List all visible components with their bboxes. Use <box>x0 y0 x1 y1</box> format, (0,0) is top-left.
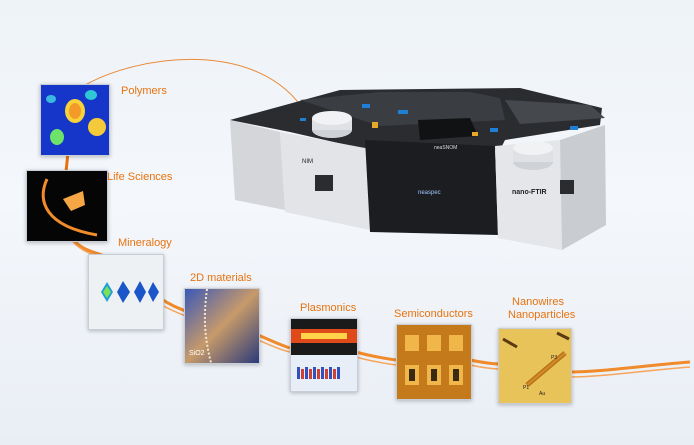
polymers-thumbnail <box>40 84 110 156</box>
mineralogy-thumbnail <box>88 254 164 330</box>
neaspec-logo: neaspec <box>418 190 441 196</box>
plasmonics-thumbnail <box>290 318 358 392</box>
life-sciences-thumbnail <box>26 170 108 242</box>
2d-materials-thumbnail: SiO2 <box>184 288 260 364</box>
au-annotation: Au <box>539 391 546 397</box>
semiconductors-label: Semiconductors <box>394 308 473 320</box>
semiconductors-thumbnail <box>396 324 472 400</box>
brand-left: NIM <box>302 159 313 165</box>
nanowires-line: Nanowires <box>512 296 564 308</box>
brand-right: nano-FTIR <box>512 189 547 196</box>
2d-materials-label: 2D materials <box>190 272 252 284</box>
p3-annotation: P3 <box>551 355 558 361</box>
nanoparticles-line: Nanoparticles <box>508 309 576 321</box>
nanowires-label: Nanowires Nanoparticles <box>508 296 576 322</box>
brand-center: neaSNOM <box>434 145 458 151</box>
sio2-annotation: SiO2 <box>189 350 205 357</box>
mineralogy-label: Mineralogy <box>118 237 172 249</box>
plasmonics-label: Plasmonics <box>300 302 357 314</box>
polymers-label: Polymers <box>121 85 167 97</box>
left-port <box>315 175 333 191</box>
life-sciences-label: Life Sciences <box>107 171 173 183</box>
nanowires-thumbnail: P3 P1 Au <box>498 328 572 404</box>
p1-annotation: P1 <box>523 385 530 391</box>
